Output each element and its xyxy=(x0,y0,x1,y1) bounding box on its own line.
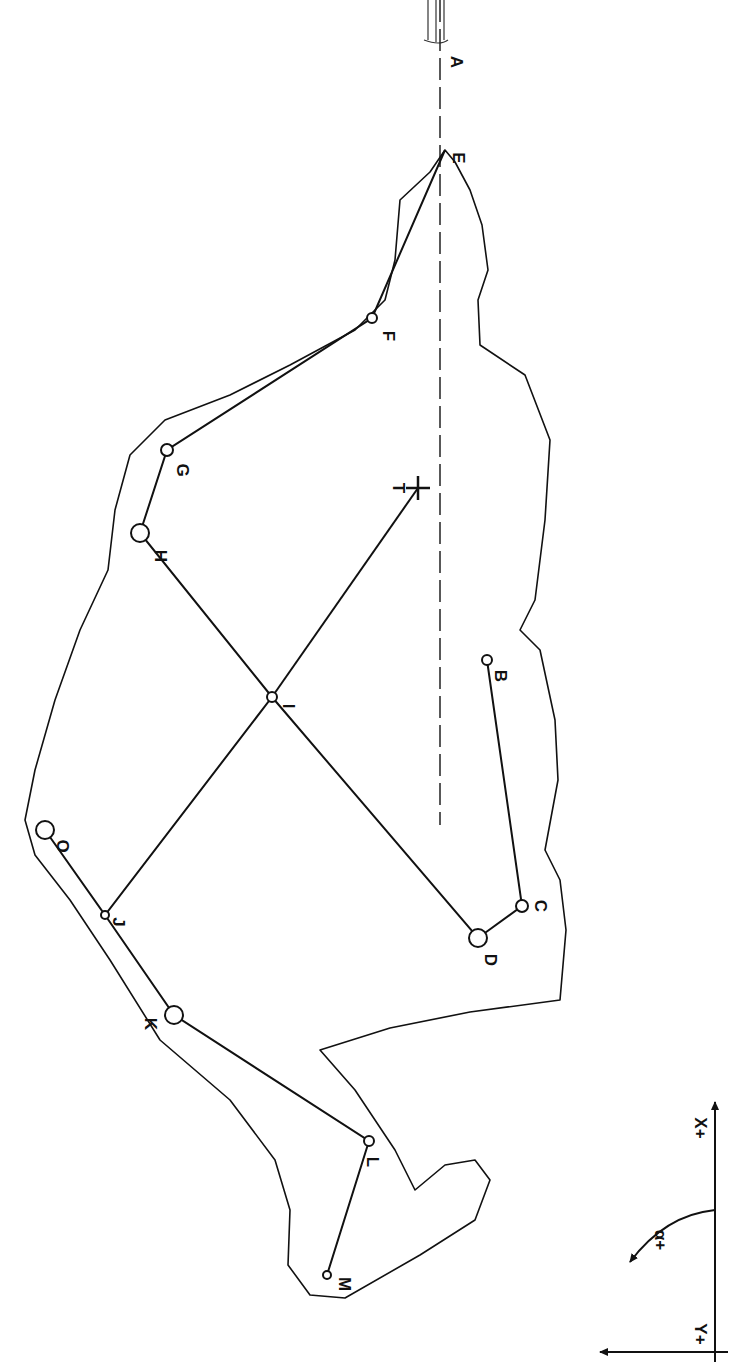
point-label: B xyxy=(492,670,509,682)
point-label: F xyxy=(380,331,397,341)
body-outline xyxy=(25,150,566,1298)
bar-label: A xyxy=(448,56,465,68)
reference-line xyxy=(439,0,441,825)
point-label: J xyxy=(110,917,127,926)
point-label: E xyxy=(450,152,467,163)
point-label: H xyxy=(152,550,169,562)
bar xyxy=(424,0,448,43)
axis-label: Y+ xyxy=(692,1323,709,1344)
point-label: K xyxy=(142,1018,159,1030)
point-label: C xyxy=(532,900,549,912)
point-label: L xyxy=(364,1157,381,1167)
point-label: O xyxy=(54,839,71,852)
centre-of-mass-cross xyxy=(406,476,430,500)
point-label: T xyxy=(390,483,407,493)
point-label: D xyxy=(482,954,499,966)
axis-label: X+ xyxy=(692,1117,709,1138)
axes xyxy=(600,1102,728,1362)
point-label: I xyxy=(280,704,297,709)
angle-label: α+ xyxy=(652,1230,669,1250)
joints xyxy=(36,313,528,1279)
segments xyxy=(45,150,522,1275)
point-label: G xyxy=(174,463,191,476)
point-label: M xyxy=(336,1277,353,1291)
